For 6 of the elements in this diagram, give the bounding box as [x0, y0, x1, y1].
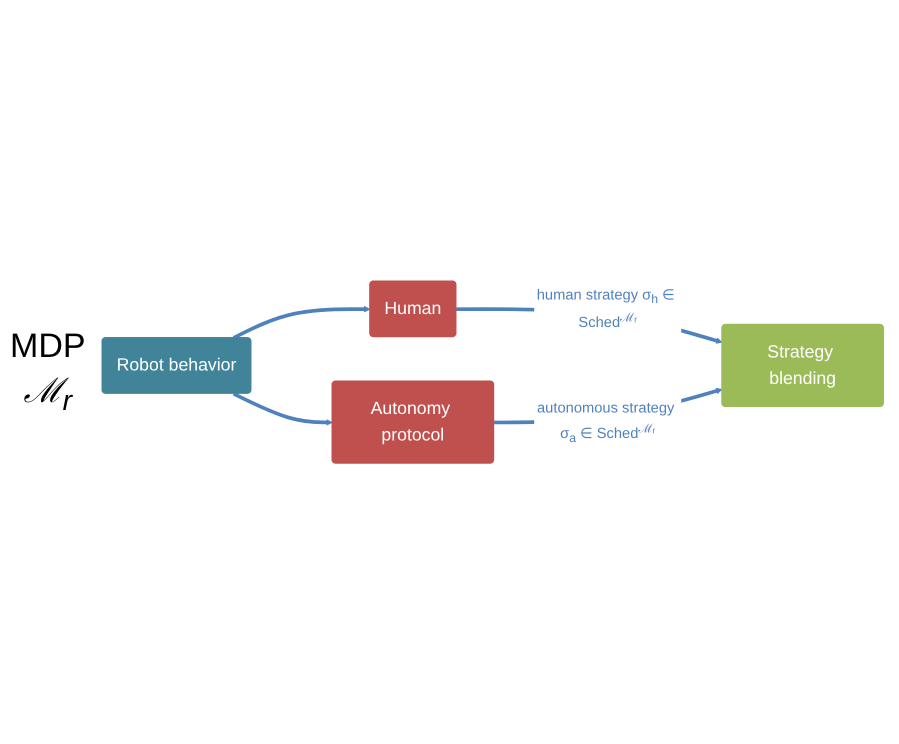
math-symbol: ℳ$_{r}$	[24, 370, 72, 418]
edge-label: autonomous strategy σ$_{a}$ ∈ Sched$^{ℳᵣ}$	[536, 400, 674, 445]
model-label: MDP	[10, 326, 86, 366]
edge-label: human strategy σ$_{h}$ ∈ Sched$^{ℳᵣ}$	[536, 286, 674, 331]
arrow	[232, 306, 370, 340]
arrow	[232, 392, 332, 426]
